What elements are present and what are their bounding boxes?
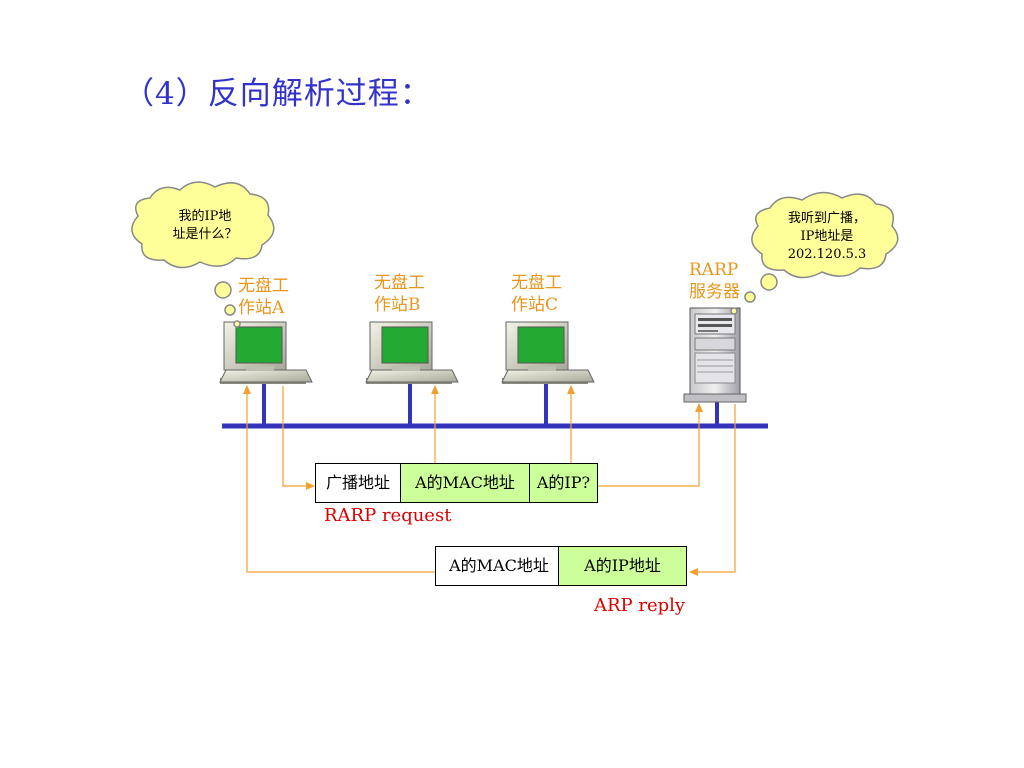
request-arrow-to-server xyxy=(598,403,703,487)
request-cell-mac: A的MAC地址 xyxy=(400,463,530,503)
bubble-server-line3: 202.120.5.3 xyxy=(787,247,867,262)
bubble-server-line1: 我听到广播， xyxy=(787,211,866,226)
arp-reply-label: ARP reply xyxy=(594,595,686,616)
rarp-server-icon xyxy=(683,307,747,403)
slide-title: （4）反向解析过程： xyxy=(123,76,432,112)
workstation-a-icon xyxy=(219,321,313,384)
request-cell-broadcast: 广播地址 xyxy=(315,463,401,503)
label-rarp-server: RARP 服务器 xyxy=(689,259,740,303)
bubble-a-text: 我的IP地 址是什么？ xyxy=(145,208,265,244)
label-c-line1: 无盘工 xyxy=(511,273,562,293)
label-a-line1: 无盘工 xyxy=(238,276,289,296)
bubble-a-line1: 我的IP地 xyxy=(178,209,232,224)
label-server-line1: RARP xyxy=(689,260,739,280)
thought-bubble-server xyxy=(730,191,899,315)
label-a-line2: 作站A xyxy=(238,298,285,318)
bubble-server-line2: IP地址是 xyxy=(800,229,854,244)
label-server-line2: 服务器 xyxy=(689,282,740,302)
reply-arrow-to-a xyxy=(243,385,436,573)
label-c-line2: 作站C xyxy=(511,295,559,315)
bubble-server-text: 我听到广播， IP地址是 202.120.5.3 xyxy=(762,210,892,264)
reply-cell-ip: A的IP地址 xyxy=(558,546,687,586)
label-workstation-b: 无盘工 作站B xyxy=(374,272,425,316)
request-cell-ip: A的IP? xyxy=(529,463,598,503)
rarp-request-label: RARP request xyxy=(324,505,452,526)
label-workstation-c: 无盘工 作站C xyxy=(511,272,562,316)
thought-bubble-a xyxy=(131,181,275,328)
workstation-b-icon xyxy=(365,321,459,384)
label-workstation-a: 无盘工 作站A xyxy=(238,275,289,319)
workstation-c-icon xyxy=(501,321,595,384)
label-b-line1: 无盘工 xyxy=(374,273,425,293)
request-arrow-from-a xyxy=(282,386,315,490)
reply-arrow-from-server xyxy=(689,404,736,576)
bubble-a-line2: 址是什么？ xyxy=(172,227,238,242)
reply-cell-mac: A的MAC地址 xyxy=(435,546,563,586)
label-b-line2: 作站B xyxy=(374,295,421,315)
